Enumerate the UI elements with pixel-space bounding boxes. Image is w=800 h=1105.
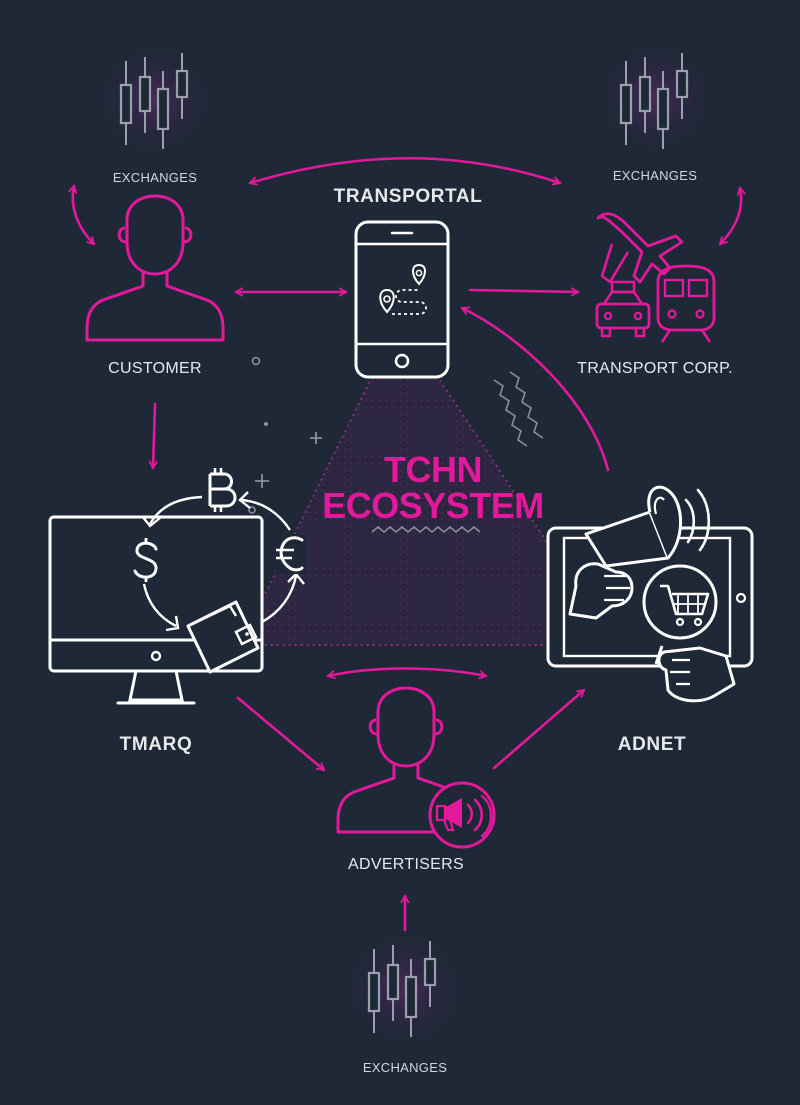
megaphone-icon bbox=[568, 485, 711, 620]
smartphone-map-icon bbox=[354, 220, 450, 379]
shopping-cart-icon bbox=[642, 564, 736, 703]
wallet-icon bbox=[186, 600, 260, 674]
bitcoin-icon bbox=[202, 468, 237, 512]
train-icon bbox=[656, 264, 716, 343]
customer-label: CUSTOMER bbox=[108, 360, 202, 377]
airplane-icon bbox=[596, 212, 684, 284]
customer-icon bbox=[85, 194, 225, 342]
euro-icon bbox=[276, 534, 306, 574]
adnet-label: ADNET bbox=[617, 734, 687, 755]
exchanges-label-top-right: EXCHANGES bbox=[612, 168, 698, 183]
advertisers-label: ADVERTISERS bbox=[348, 856, 464, 873]
flow-arrows bbox=[68, 156, 746, 932]
loudspeaker-badge-icon bbox=[428, 781, 496, 849]
dollar-icon bbox=[132, 538, 160, 582]
ecosystem-title: TCHN ECOSYSTEM bbox=[322, 452, 544, 524]
ecosystem-title-line1: TCHN bbox=[384, 449, 482, 490]
transportal-label: TRANSPORTAL bbox=[333, 186, 483, 207]
ecosystem-triangle bbox=[238, 317, 617, 646]
transport-corp-label: TRANSPORT CORP. bbox=[577, 360, 733, 377]
ecosystem-title-line2: ECOSYSTEM bbox=[322, 485, 544, 526]
exchanges-label-bottom: EXCHANGES bbox=[362, 1060, 448, 1075]
tmarq-label: TMARQ bbox=[119, 734, 193, 755]
exchanges-label-top-left: EXCHANGES bbox=[112, 170, 198, 185]
taxi-icon bbox=[595, 280, 651, 338]
